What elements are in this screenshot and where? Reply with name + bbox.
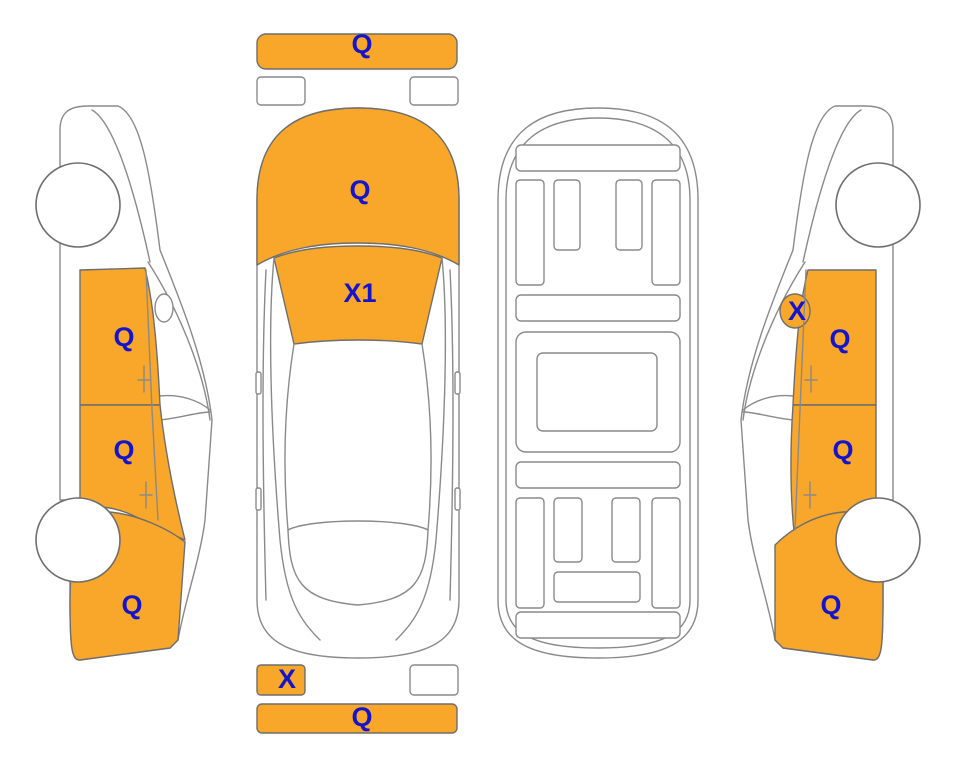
label-right-front-door: Q (829, 324, 850, 354)
right-rear-wheel (835, 497, 921, 583)
label-hood: Q (349, 175, 370, 205)
left-front-wheel (35, 162, 121, 248)
rear-bumper-panel[interactable] (256, 703, 458, 734)
rear-left-light[interactable] (256, 664, 306, 696)
label-rear-bumper: Q (351, 702, 372, 732)
right-mirror-panel[interactable] (779, 293, 811, 329)
label-right-rear-quarter: Q (820, 590, 841, 620)
car-top-view (255, 107, 461, 659)
label-front-bumper: Q (351, 29, 372, 59)
right-front-wheel (835, 162, 921, 248)
hood-panel[interactable] (256, 107, 460, 266)
label-left-rear-quarter: Q (121, 590, 142, 620)
car-underbody-view (497, 107, 699, 659)
label-right-mirror: X (788, 296, 806, 326)
label-left-front-door: Q (113, 322, 134, 352)
label-windshield: X1 (343, 278, 376, 308)
front-bumper-panel[interactable] (256, 33, 458, 70)
car-left-side-view (35, 105, 213, 661)
rear-right-light[interactable] (409, 664, 459, 696)
car-right-side-view (740, 105, 921, 661)
front-right-headlight[interactable] (409, 76, 459, 106)
label-rear-left-light: X (278, 664, 296, 694)
label-left-rear-door: Q (113, 435, 134, 465)
label-right-rear-door: Q (832, 435, 853, 465)
left-rear-wheel (35, 497, 121, 583)
front-left-headlight[interactable] (256, 76, 306, 106)
